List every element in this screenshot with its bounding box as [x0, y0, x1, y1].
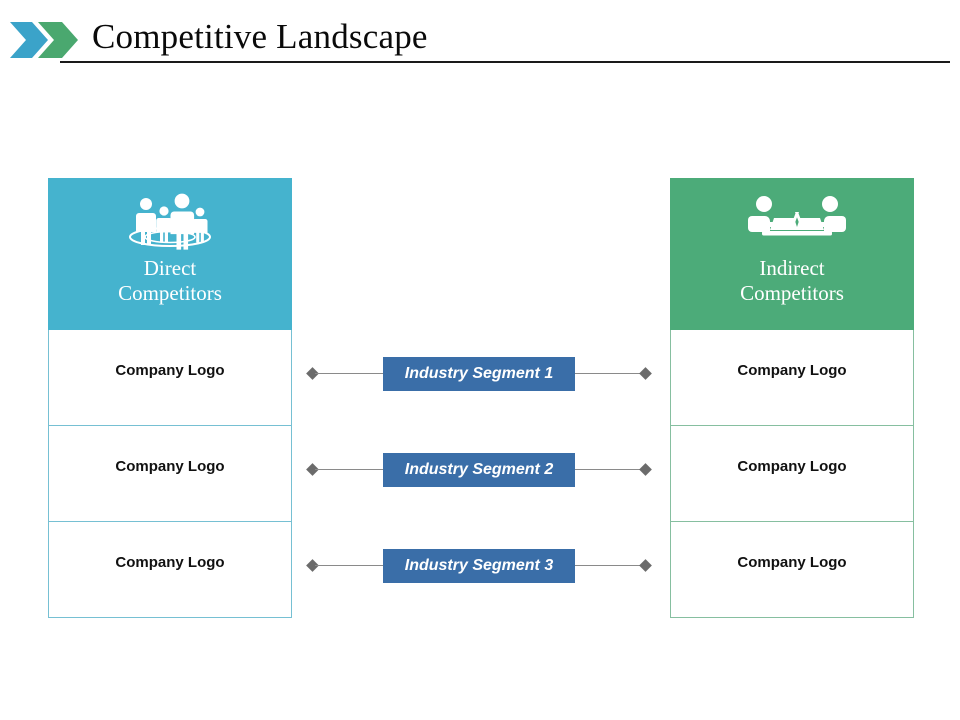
diamond-endpoint-icon — [639, 463, 652, 476]
industry-segment-label: Industry Segment 3 — [404, 557, 554, 574]
list-item[interactable]: Company Logo — [48, 522, 292, 618]
industry-segment-row: Industry Segment 1 — [305, 357, 653, 391]
connector-line-left — [315, 565, 383, 566]
double-chevron-logo — [8, 20, 80, 60]
direct-competitors-header: Direct Competitors — [48, 178, 292, 330]
industry-segment-row: Industry Segment 3 — [305, 549, 653, 583]
company-logo-label: Company Logo — [737, 362, 847, 379]
industry-segment-label: Industry Segment 1 — [404, 365, 554, 382]
indirect-title-line-1: Indirect — [759, 256, 825, 280]
company-logo-label: Company Logo — [737, 458, 847, 475]
indirect-competitors-title: Indirect Competitors — [740, 256, 844, 306]
industry-segment-box[interactable]: Industry Segment 3 — [383, 549, 575, 583]
indirect-competitors-header: Indirect Competitors — [670, 178, 914, 330]
direct-competitors-title: Direct Competitors — [118, 256, 222, 306]
list-item[interactable]: Company Logo — [48, 426, 292, 522]
indirect-competitors-column: Indirect Competitors Company Logo Compan… — [670, 178, 914, 618]
page-title: Competitive Landscape — [92, 17, 428, 56]
diamond-endpoint-icon — [639, 367, 652, 380]
list-item[interactable]: Company Logo — [670, 522, 914, 618]
company-logo-label: Company Logo — [737, 554, 847, 571]
connector-line-left — [315, 469, 383, 470]
list-item[interactable]: Company Logo — [670, 426, 914, 522]
connector-line-right — [575, 565, 643, 566]
company-logo-label: Company Logo — [115, 554, 225, 571]
industry-segment-label: Industry Segment 2 — [404, 461, 554, 478]
company-logo-label: Company Logo — [115, 458, 225, 475]
slide-header: Competitive Landscape — [0, 0, 960, 72]
connector-line-right — [575, 469, 643, 470]
direct-competitors-column: Direct Competitors Company Logo Company … — [48, 178, 292, 618]
direct-title-line-1: Direct — [143, 256, 197, 280]
group-of-people-icon — [120, 192, 220, 250]
indirect-title-line-2: Competitors — [740, 281, 844, 305]
two-people-laptops-icon — [742, 192, 846, 246]
list-item[interactable]: Company Logo — [670, 330, 914, 426]
company-logo-label: Company Logo — [115, 362, 225, 379]
industry-segment-row: Industry Segment 2 — [305, 453, 653, 487]
header-divider — [60, 61, 950, 63]
connector-line-left — [315, 373, 383, 374]
diamond-endpoint-icon — [639, 559, 652, 572]
connector-line-right — [575, 373, 643, 374]
direct-title-line-2: Competitors — [118, 281, 222, 305]
industry-segment-box[interactable]: Industry Segment 2 — [383, 453, 575, 487]
list-item[interactable]: Company Logo — [48, 330, 292, 426]
industry-segment-box[interactable]: Industry Segment 1 — [383, 357, 575, 391]
